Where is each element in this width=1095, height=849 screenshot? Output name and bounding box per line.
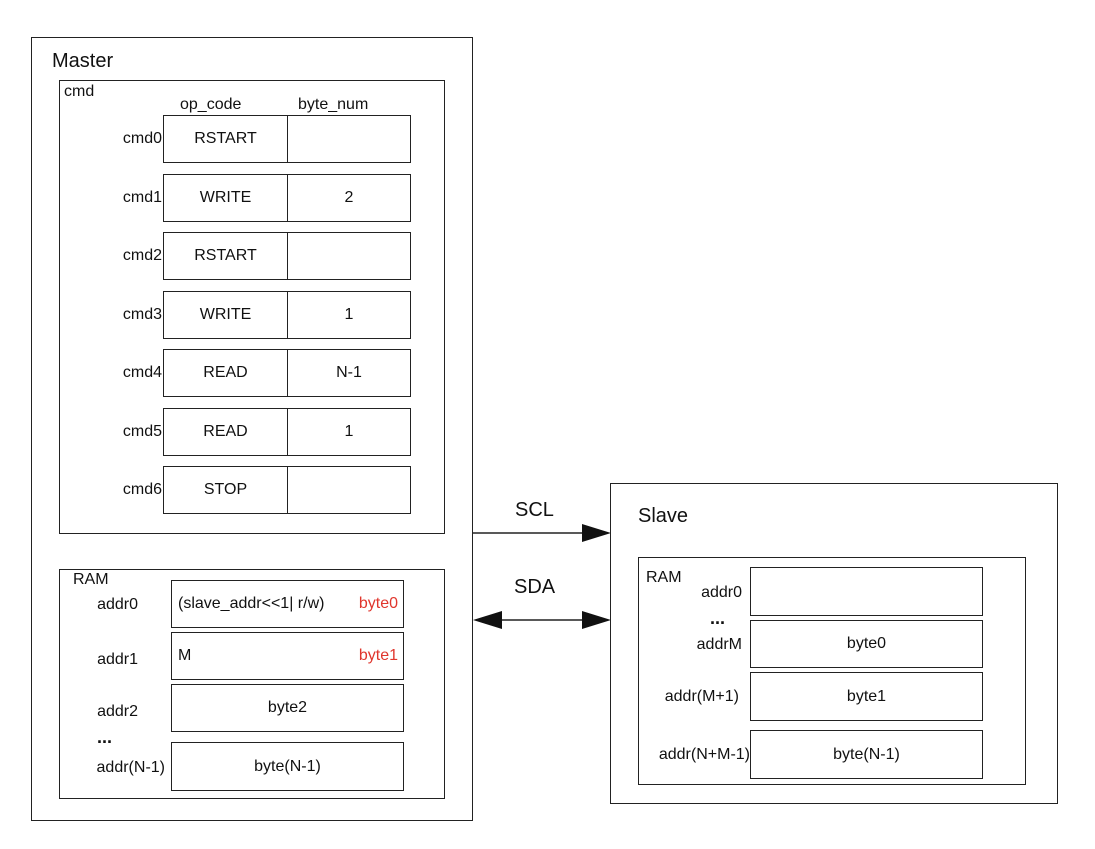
cmd-bytenum-cell bbox=[287, 466, 411, 514]
cmd-bytenum-cell: N-1 bbox=[287, 349, 411, 397]
cmd-opcode-cell: READ bbox=[163, 349, 288, 397]
master-ram-label: RAM bbox=[73, 571, 109, 588]
ram-byte-tag: byte0 bbox=[358, 595, 398, 612]
sda-arrowhead-left bbox=[473, 611, 502, 629]
cmd-opcode-cell: READ bbox=[163, 408, 288, 456]
scl-label: SCL bbox=[515, 499, 554, 521]
bytenum-header: byte_num bbox=[298, 96, 369, 113]
ram-cell-content: M bbox=[178, 647, 192, 664]
slave-title: Slave bbox=[638, 505, 689, 527]
cmd-opcode-cell: WRITE bbox=[163, 174, 288, 222]
slave-addr-label: addr(M+1) bbox=[664, 688, 739, 705]
cmd-opcode-cell: RSTART bbox=[163, 115, 288, 163]
cmd-row-label: cmd3 bbox=[122, 306, 162, 323]
slave-ram-cell bbox=[750, 567, 983, 616]
cmd-opcode-cell: STOP bbox=[163, 466, 288, 514]
opcode-header: op_code bbox=[180, 96, 242, 113]
cmd-row-label: cmd6 bbox=[122, 481, 162, 498]
slave-addr-label: addrM bbox=[696, 636, 742, 653]
cmd-row-label: cmd0 bbox=[122, 130, 162, 147]
ram-cell: byte(N-1) bbox=[171, 742, 404, 791]
slave-ram-ellipsis: ... bbox=[710, 608, 726, 628]
cmd-row-label: cmd2 bbox=[122, 247, 162, 264]
sda-label: SDA bbox=[514, 576, 556, 598]
cmd-row-label: cmd1 bbox=[122, 189, 162, 206]
ram-ellipsis: ... bbox=[97, 727, 113, 747]
ram-cell: M byte1 bbox=[171, 632, 404, 680]
ram-addr-label: addr(N-1) bbox=[96, 759, 165, 776]
cmd-bytenum-cell: 1 bbox=[287, 291, 411, 339]
slave-ram-cell: byte(N-1) bbox=[750, 730, 983, 779]
cmd-bytenum-cell bbox=[287, 232, 411, 280]
slave-ram-cell: byte0 bbox=[750, 620, 983, 668]
sda-arrowhead-right bbox=[582, 611, 611, 629]
slave-addr-label: addr0 bbox=[701, 584, 742, 601]
cmd-label: cmd bbox=[64, 83, 95, 100]
ram-addr-label: addr0 bbox=[97, 596, 138, 613]
ram-addr-label: addr2 bbox=[97, 703, 138, 720]
cmd-bytenum-cell: 2 bbox=[287, 174, 411, 222]
ram-cell: (slave_addr<<1| r/w) byte0 bbox=[171, 580, 404, 628]
cmd-row-label: cmd4 bbox=[122, 364, 162, 381]
ram-cell-content: (slave_addr<<1| r/w) bbox=[178, 595, 325, 612]
slave-ram-cell: byte1 bbox=[750, 672, 983, 721]
ram-cell: byte2 bbox=[171, 684, 404, 732]
ram-addr-label: addr1 bbox=[97, 651, 138, 668]
slave-addr-label: addr(N+M-1) bbox=[658, 746, 750, 763]
cmd-bytenum-cell bbox=[287, 115, 411, 163]
master-title: Master bbox=[52, 50, 114, 72]
slave-ram-label: RAM bbox=[646, 569, 682, 586]
cmd-opcode-cell: WRITE bbox=[163, 291, 288, 339]
ram-byte-tag: byte1 bbox=[358, 647, 398, 664]
scl-arrowhead bbox=[582, 524, 611, 542]
cmd-bytenum-cell: 1 bbox=[287, 408, 411, 456]
cmd-row-label: cmd5 bbox=[122, 423, 162, 440]
